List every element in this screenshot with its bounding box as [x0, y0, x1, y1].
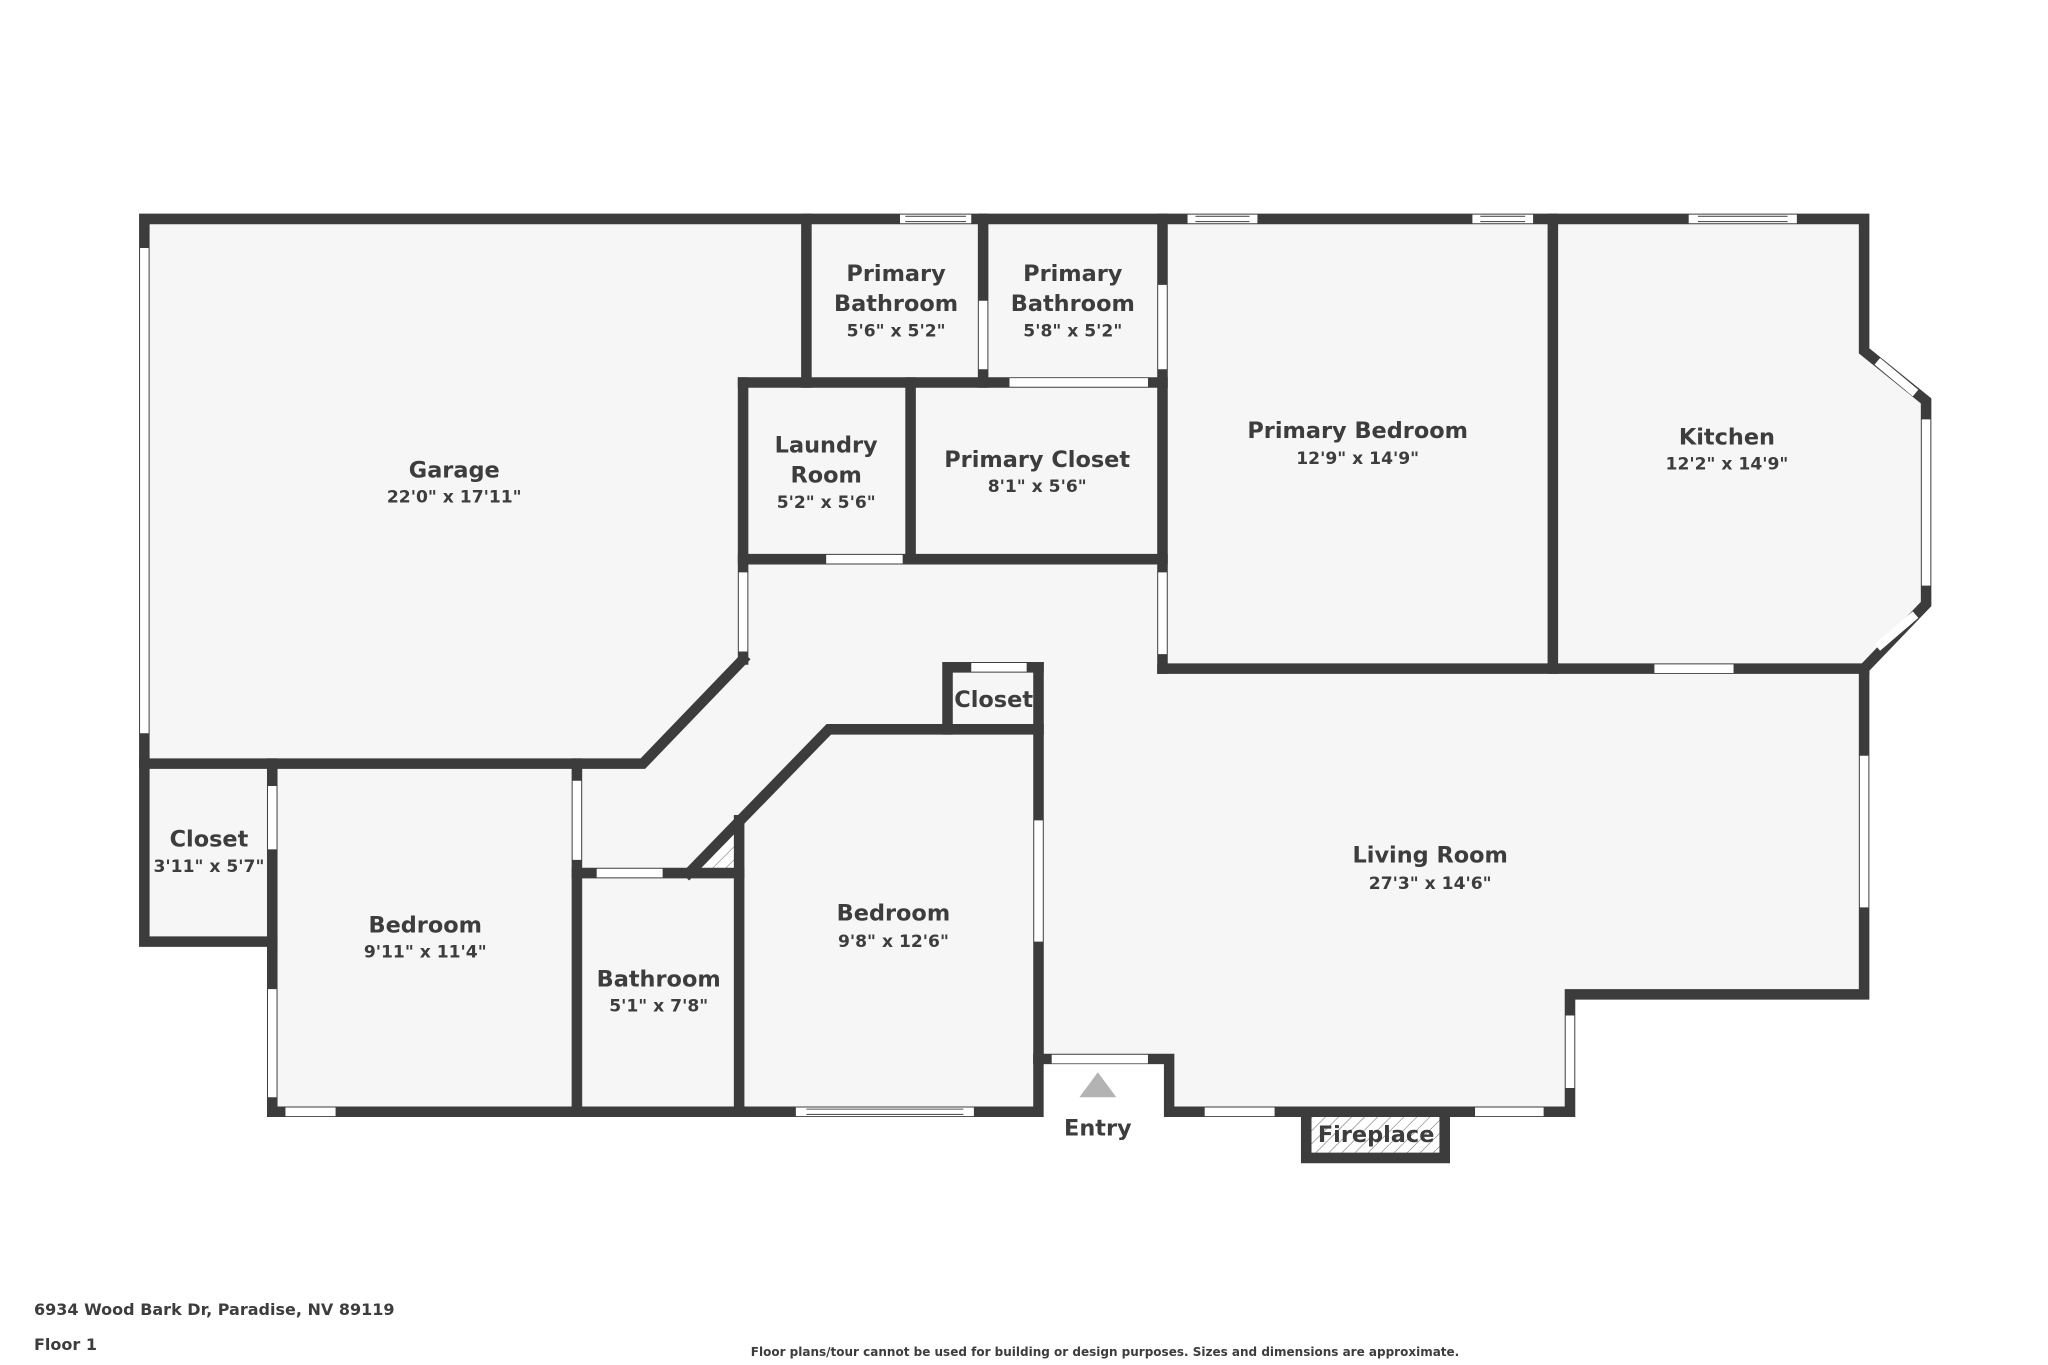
svg-text:27'3" x 14'6": 27'3" x 14'6" [1369, 874, 1492, 894]
room-living-room: Living Room 27'3" x 14'6" [1352, 843, 1507, 894]
svg-text:3'11" x 5'7": 3'11" x 5'7" [154, 857, 265, 877]
svg-text:Bathroom: Bathroom [834, 291, 958, 317]
svg-text:Room: Room [790, 463, 861, 489]
room-kitchen: Kitchen 12'2" x 14'9" [1666, 424, 1789, 474]
svg-text:9'11" x 11'4": 9'11" x 11'4" [364, 942, 487, 962]
room-bedroom-2: Bedroom 9'8" x 12'6" [837, 901, 950, 952]
room-closet-small: Closet [954, 687, 1033, 713]
room-primary-bedroom: Primary Bedroom 12'9" x 14'9" [1247, 418, 1468, 469]
room-entry: Entry [1064, 1116, 1132, 1142]
disclaimer-text: Floor plans/tour cannot be used for buil… [750, 1345, 1460, 1359]
room-bedroom-1: Bedroom 9'11" x 11'4" [364, 912, 487, 962]
room-labels: Garage 22'0" x 17'11" Primary Bathroom 5… [154, 261, 1789, 1148]
svg-text:12'9" x 14'9": 12'9" x 14'9" [1296, 449, 1419, 469]
room-closet-left: Closet 3'11" x 5'7" [154, 827, 265, 877]
room-primary-bathroom-2: Primary Bathroom 5'8" x 5'2" [1011, 261, 1135, 341]
svg-text:Laundry: Laundry [775, 432, 878, 458]
svg-text:5'2" x 5'6": 5'2" x 5'6" [777, 493, 876, 513]
svg-text:5'1" x 7'8": 5'1" x 7'8" [609, 997, 708, 1017]
svg-text:Entry: Entry [1064, 1116, 1132, 1142]
room-bathroom: Bathroom 5'1" x 7'8" [597, 966, 721, 1016]
room-laundry: Laundry Room 5'2" x 5'6" [775, 432, 878, 512]
svg-text:Kitchen: Kitchen [1679, 424, 1775, 450]
room-fireplace: Fireplace [1318, 1122, 1435, 1148]
svg-text:Closet: Closet [170, 827, 249, 853]
svg-text:Bedroom: Bedroom [837, 901, 950, 927]
entry-arrow-icon [1079, 1072, 1117, 1098]
svg-text:Fireplace: Fireplace [1318, 1122, 1435, 1148]
svg-text:Primary: Primary [846, 261, 946, 287]
svg-text:5'8" x 5'2": 5'8" x 5'2" [1023, 321, 1122, 341]
floor-label: Floor 1 [34, 1335, 97, 1354]
svg-text:Bathroom: Bathroom [597, 966, 721, 992]
svg-text:5'6" x 5'2": 5'6" x 5'2" [847, 321, 946, 341]
svg-text:Primary Bedroom: Primary Bedroom [1247, 418, 1468, 444]
room-garage: Garage 22'0" x 17'11" [387, 457, 522, 507]
room-primary-bathroom-1: Primary Bathroom 5'6" x 5'2" [834, 261, 958, 341]
svg-text:Living Room: Living Room [1352, 843, 1507, 869]
room-primary-closet: Primary Closet 8'1" x 5'6" [944, 447, 1130, 497]
svg-text:Closet: Closet [954, 687, 1033, 713]
svg-text:8'1" x 5'6": 8'1" x 5'6" [988, 477, 1087, 497]
floor-fills [144, 218, 1927, 1153]
property-address: 6934 Wood Bark Dr, Paradise, NV 89119 [34, 1300, 395, 1319]
svg-text:Bedroom: Bedroom [368, 912, 481, 938]
svg-text:Primary: Primary [1023, 261, 1123, 287]
svg-text:9'8" x 12'6": 9'8" x 12'6" [838, 932, 949, 952]
svg-text:Primary Closet: Primary Closet [944, 447, 1130, 473]
svg-text:Garage: Garage [409, 457, 500, 483]
svg-text:Bathroom: Bathroom [1011, 291, 1135, 317]
svg-text:22'0" x 17'11": 22'0" x 17'11" [387, 487, 522, 507]
svg-text:12'2" x 14'9": 12'2" x 14'9" [1666, 455, 1789, 475]
